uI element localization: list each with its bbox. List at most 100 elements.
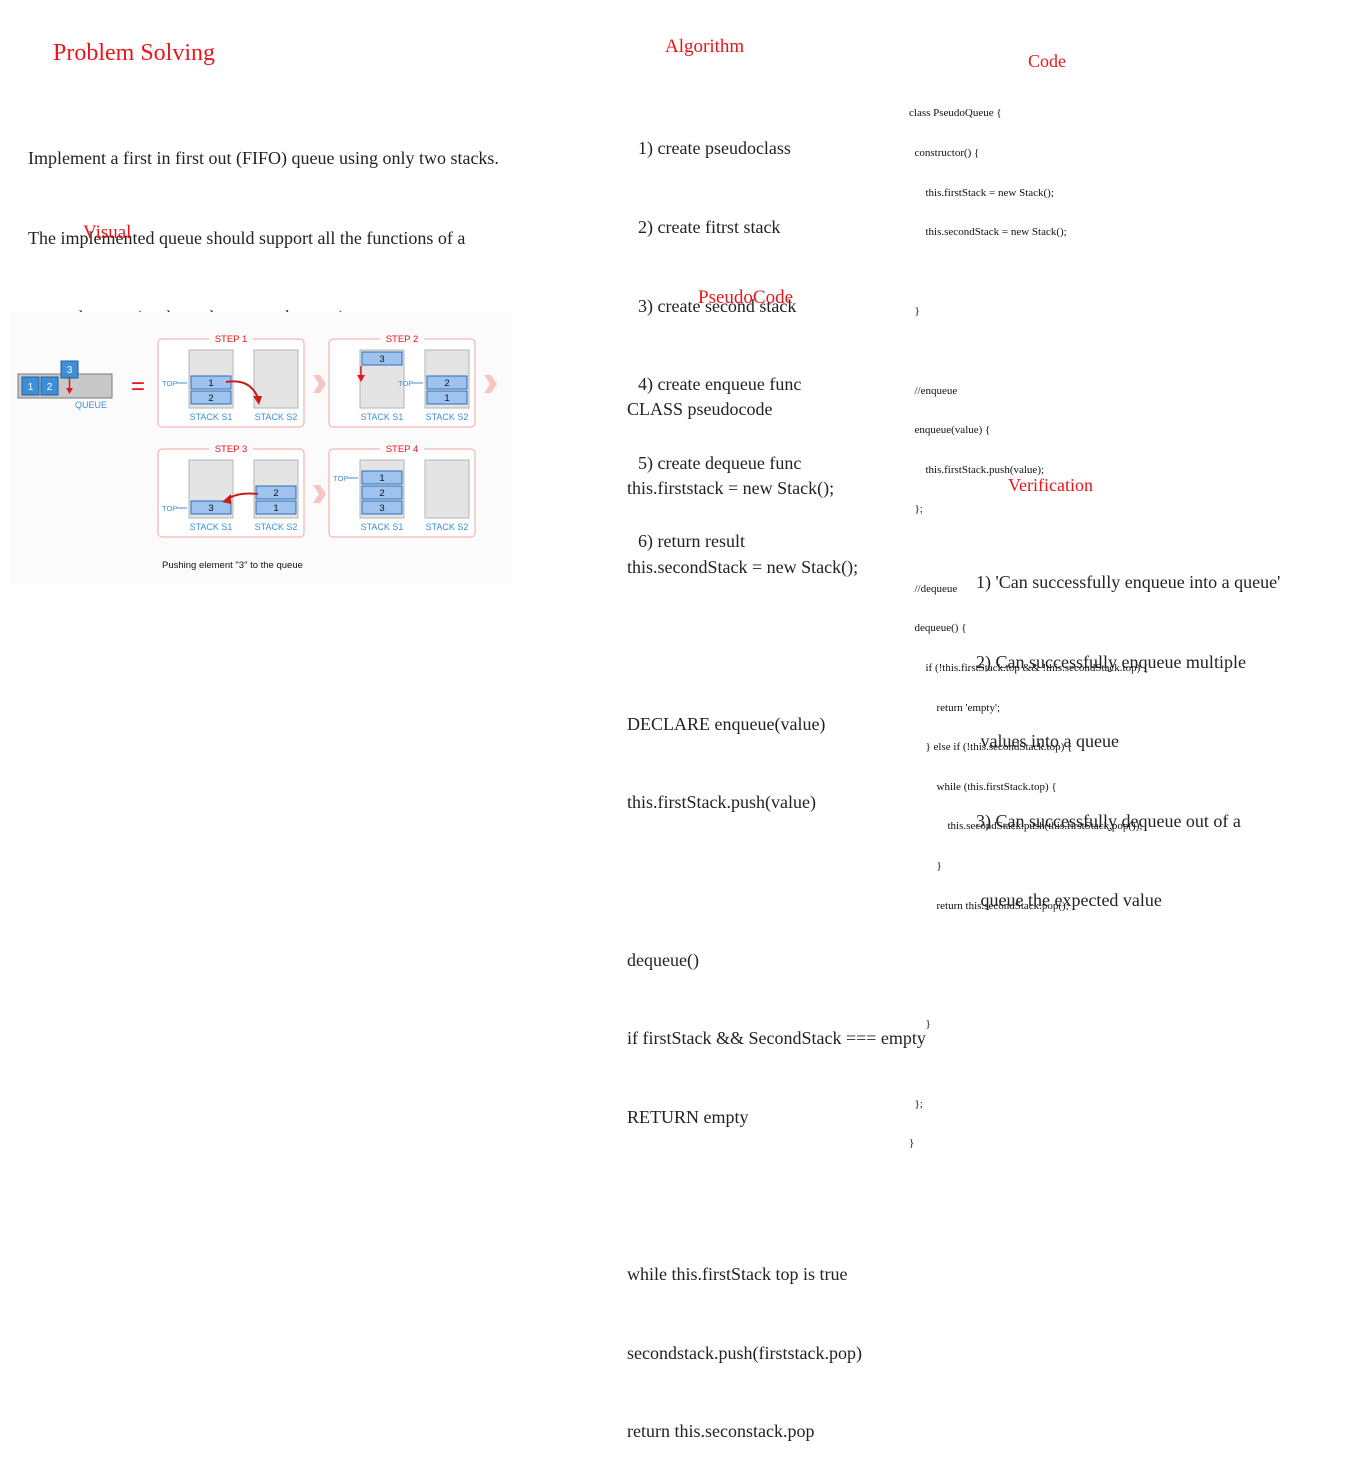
code-line: } (909, 305, 920, 318)
stack-element-label: 3 (379, 503, 384, 514)
step-title: STEP 2 (386, 334, 419, 345)
code-title: Code (1028, 51, 1066, 71)
stack-element (190, 500, 232, 515)
stack-s2-label: STACK S2 (426, 522, 469, 532)
code-line: if (!this.firstStack.top && !this.second… (909, 661, 1149, 674)
verification-title: Verification (1008, 475, 1093, 495)
stack-s2 (424, 459, 470, 519)
algorithm-steps: 1) create pseudoclass 2) create fitrst s… (638, 83, 801, 581)
verification-item: values into a queue (976, 731, 1119, 751)
step-title: STEP 1 (215, 334, 248, 345)
queue-label: QUEUE (75, 400, 107, 410)
code-line: this.secondStack = new Stack(); (909, 226, 1067, 239)
pseudocode-line (627, 1182, 926, 1208)
stack-element-label: 1 (379, 473, 384, 484)
incoming-item-label: 3 (67, 365, 73, 376)
stack-element-label: 2 (444, 378, 449, 389)
algorithm-step: 2) create fitrst stack (638, 217, 781, 238)
code-line: }; (909, 1097, 923, 1110)
code-line: //enqueue (909, 384, 958, 397)
stack-element (190, 390, 232, 405)
pseudocode-line (627, 632, 926, 658)
queue-illustration: 1 2 3 QUEUE (17, 360, 113, 410)
problem-title: Problem Solving (53, 40, 216, 66)
description-line: The implemented queue should support all… (28, 227, 466, 248)
code-line: this.firstStack = new Stack(); (909, 186, 1054, 199)
top-indicator: TOP (398, 379, 413, 388)
pseudocode-line: dequeue() (627, 949, 699, 970)
verification-item: queue the expected value (976, 890, 1162, 910)
stack-s1-label: STACK S1 (361, 522, 404, 532)
stack-element (255, 500, 297, 515)
verification-item: 3) Can successfully dequeue out of a (976, 810, 1241, 831)
code-line: } (909, 1137, 915, 1150)
pseudocode-title: PseudoCode (698, 287, 793, 308)
code-line (909, 939, 1148, 952)
stack-element-label: 2 (208, 393, 213, 404)
stack-element-label: 1 (208, 378, 213, 389)
algorithm-step: 3) create second stack (638, 295, 797, 316)
pseudocode-line: while this.firstStack top is true (627, 1264, 848, 1285)
pseudocode-line: RETURN empty (627, 1106, 749, 1127)
step-chevron (313, 375, 326, 393)
pseudocode-line: return this.seconstack.pop (627, 1421, 815, 1442)
code-line: constructor() { (909, 147, 980, 160)
floating-element-label: 3 (379, 354, 384, 365)
stack-element-label: 1 (273, 503, 278, 514)
pseudocode-line: CLASS pseudocode (627, 399, 773, 420)
verification-item: 1) 'Can successfully enqueue into a queu… (976, 572, 1281, 592)
pseudocode-line: this.firststack = new Stack(); (627, 478, 835, 499)
code-line: } else if (!this.secondStack.top) { (909, 741, 1073, 754)
code-line (909, 979, 1148, 992)
pseudocode-line (627, 868, 926, 894)
top-indicator: TOP (333, 474, 348, 483)
code-line: class PseudoQueue { (909, 107, 1002, 120)
floating-element (361, 351, 403, 366)
stack-element-label: 1 (444, 393, 449, 404)
step-chevron (484, 375, 497, 393)
step-title: STEP 4 (386, 444, 419, 455)
code-line: return 'empty'; (909, 701, 1001, 714)
top-indicator: TOP (162, 504, 177, 513)
transfer-arrow-step1 (225, 380, 259, 399)
code-line: } (909, 1018, 931, 1031)
stack-element (361, 470, 403, 485)
stack-element (255, 485, 297, 500)
stack-element-label: 3 (208, 503, 213, 514)
algorithm-title: Algorithm (665, 36, 745, 57)
code-line: dequeue() { (909, 622, 967, 635)
stack-s2-label: STACK S2 (255, 522, 298, 532)
step-title: STEP 3 (215, 444, 248, 455)
drop-arrow-head (357, 375, 365, 382)
step-chevron (313, 485, 326, 503)
stack-element-label: 2 (273, 488, 278, 499)
code-line (909, 345, 1148, 358)
queue-item-label: 2 (47, 382, 53, 393)
push-arrow-head (66, 388, 73, 394)
pseudocode-line: DECLARE enqueue(value) (627, 713, 826, 734)
transfer-arrow-head (253, 396, 262, 405)
stack-element (361, 485, 403, 500)
equals-sign: = (131, 373, 145, 400)
queue-item (21, 376, 40, 396)
stack-element (426, 390, 468, 405)
stack-element (426, 375, 468, 390)
stack-element (361, 500, 403, 515)
code-line (909, 1058, 1148, 1071)
code-line: enqueue(value) { (909, 424, 991, 437)
algorithm-step: 6) return result (638, 531, 745, 552)
visual-title: Visual (83, 222, 132, 243)
verification-list: 1) 'Can successfully enqueue into a queu… (976, 516, 1280, 940)
step-title-bg (380, 443, 424, 454)
step-title-bg (209, 333, 253, 344)
step-title-bg (209, 443, 253, 454)
pseudocode-block: CLASS pseudocode this.firststack = new S… (627, 344, 926, 1471)
verification-item: 2) Can successfully enqueue multiple (976, 651, 1246, 672)
code-line: this.firstStack.push(value); (909, 463, 1045, 476)
algorithm-step: 4) create enqueue func (638, 374, 802, 395)
diagram-caption: Pushing element "3" to the queue (162, 560, 303, 571)
queue-item-label: 1 (28, 382, 34, 393)
top-indicator: TOP (162, 379, 177, 388)
pseudocode-line: this.firstStack.push(value) (627, 792, 816, 813)
